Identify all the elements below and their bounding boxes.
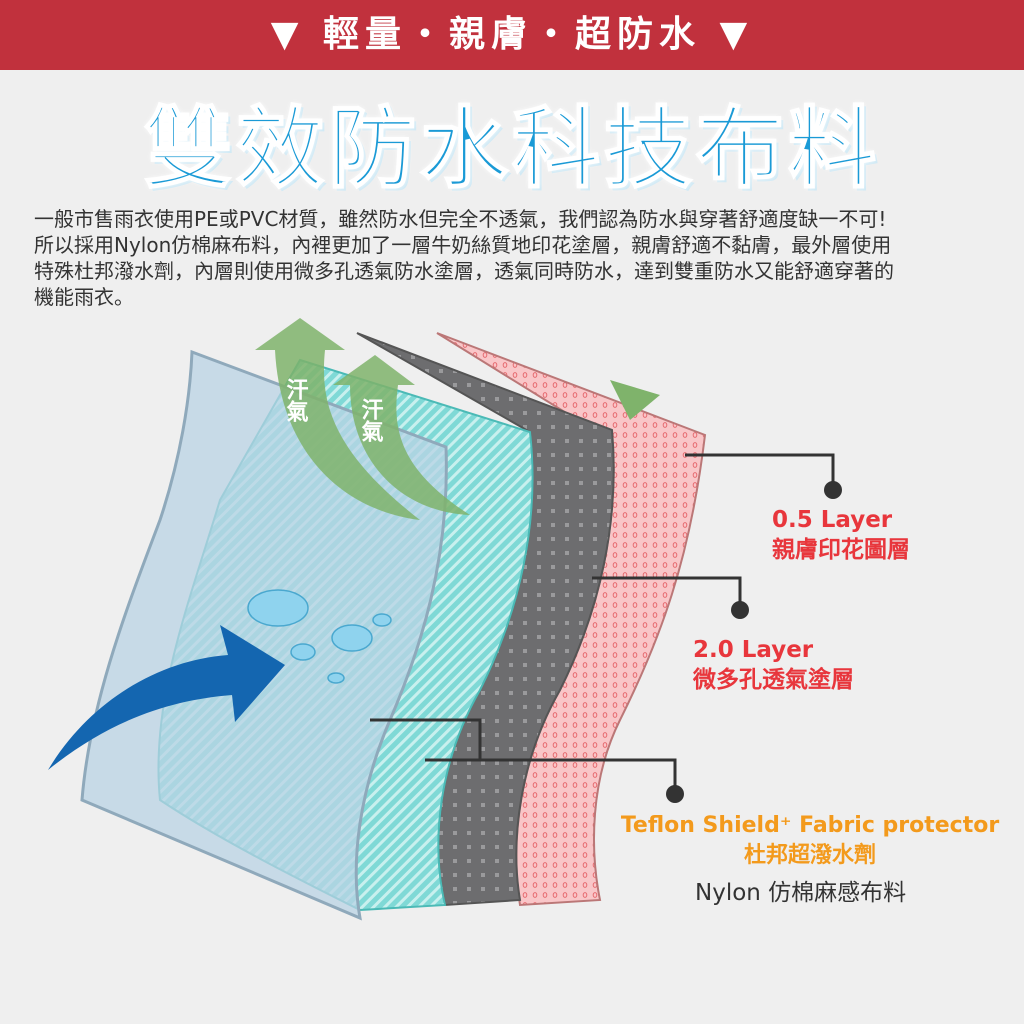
water-drops-icon: [247, 589, 392, 684]
description-line: 特殊杜邦潑水劑，內層則使用微多孔透氣防水塗層，透氣同時防水，達到雙重防水又能舒適…: [34, 259, 894, 283]
layer3-label: Teflon Shield⁺ Fabric protector 杜邦超潑水劑: [610, 811, 1010, 871]
layer3-title: Teflon Shield⁺ Fabric protector: [620, 813, 1000, 838]
marker-dot: [824, 481, 842, 499]
marker-dot: [731, 601, 749, 619]
layer2-title: 2.0 Layer: [693, 637, 814, 663]
top-banner: ▼ 輕量・親膚・超防水 ▼: [0, 0, 1024, 70]
layer3-subtitle: 杜邦超潑水劑: [743, 843, 876, 868]
description-line: 機能雨衣。: [34, 285, 134, 309]
layer2-subtitle: 微多孔透氣塗層: [693, 667, 854, 693]
sweat-arrow-icon: [255, 318, 420, 520]
layer2-label: 2.0 Layer 微多孔透氣塗層: [693, 635, 854, 695]
description-line: 所以採用Nylon仿棉麻布料，內裡更加了一層牛奶絲質地印花塗層，親膚舒適不黏膚，…: [34, 233, 892, 257]
page-title: 雙效防水科技布料: [143, 96, 880, 201]
marker-dot: [666, 785, 684, 803]
sweat-label: 汗氣: [358, 398, 384, 443]
leader-lines: [370, 453, 835, 792]
banner-text: ▼ 輕量・親膚・超防水 ▼: [270, 14, 754, 55]
layer1-label: 0.5 Layer 親膚印花圖層: [772, 505, 910, 565]
description: 一般市售雨衣使用PE或PVC材質，雖然防水但完全不透氣，我們認為防水與穿著舒適度…: [34, 206, 1004, 310]
sweat-arrow-icon: [610, 380, 660, 420]
layer1-subtitle: 親膚印花圖層: [772, 537, 910, 563]
description-line: 一般市售雨衣使用PE或PVC材質，雖然防水但完全不透氣，我們認為防水與穿著舒適度…: [34, 207, 887, 231]
water-repel-arrow-icon: [48, 625, 285, 770]
sweat-arrow-icon: [333, 355, 470, 515]
layer1-title: 0.5 Layer: [772, 507, 893, 533]
sweat-label: 汗氣: [283, 378, 309, 423]
base-fabric-label: Nylon 仿棉麻感布料: [695, 880, 907, 906]
